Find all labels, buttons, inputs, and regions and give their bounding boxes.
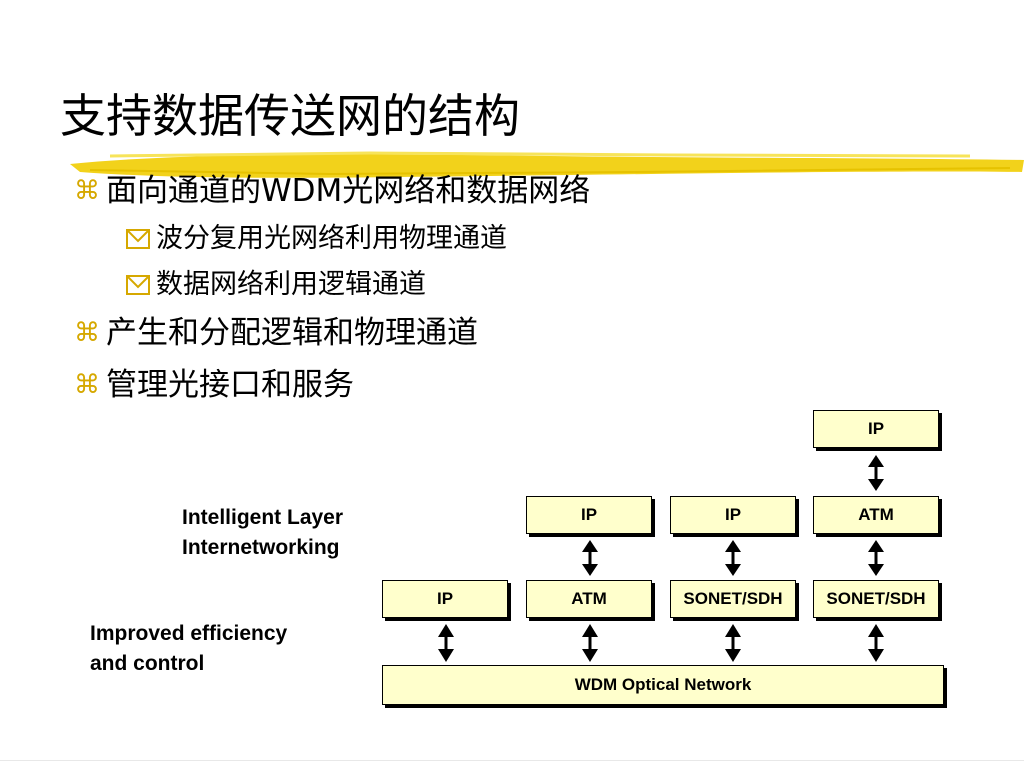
sub-bullet-text: 波分复用光网络利用物理通道 bbox=[156, 223, 507, 254]
layer-box-sonet-sdh: SONET/SDH bbox=[670, 580, 796, 618]
bullet-item: ⌘ 管理光接口和服务 bbox=[72, 366, 354, 404]
label-improved-efficiency: Improved efficiency and control bbox=[90, 619, 287, 679]
double-arrow-icon bbox=[868, 540, 884, 576]
command-key-icon: ⌘ bbox=[74, 318, 100, 348]
double-arrow-icon bbox=[438, 624, 454, 662]
label-intelligent-layer: Intelligent Layer Internetworking bbox=[182, 503, 343, 563]
footer-divider bbox=[0, 760, 1024, 761]
layer-box-ip: IP bbox=[382, 580, 508, 618]
bullet-text: 产生和分配逻辑和物理通道 bbox=[106, 315, 478, 351]
envelope-icon bbox=[126, 229, 150, 249]
double-arrow-icon bbox=[582, 624, 598, 662]
double-arrow-icon bbox=[725, 540, 741, 576]
layer-box-sonet-sdh: SONET/SDH bbox=[813, 580, 939, 618]
bullet-text: 面向通道的WDM光网络和数据网络 bbox=[106, 173, 591, 209]
sub-bullet-text: 数据网络利用逻辑通道 bbox=[156, 269, 426, 300]
title-brush-stroke bbox=[70, 151, 1024, 178]
label-line: and control bbox=[90, 652, 205, 675]
layer-box-ip: IP bbox=[526, 496, 652, 534]
layer-box-atm: ATM bbox=[813, 496, 939, 534]
bullet-text: 管理光接口和服务 bbox=[106, 367, 354, 403]
bullet-item: ⌘ 产生和分配逻辑和物理通道 bbox=[72, 314, 478, 352]
sub-bullet-item: 波分复用光网络利用物理通道 bbox=[126, 222, 507, 256]
slide-title: 支持数据传送网的结构 bbox=[60, 89, 520, 143]
layer-box-ip: IP bbox=[813, 410, 939, 448]
sub-bullet-item: 数据网络利用逻辑通道 bbox=[126, 268, 426, 302]
command-key-icon: ⌘ bbox=[74, 176, 100, 206]
double-arrow-icon bbox=[868, 455, 884, 491]
wdm-optical-network-box: WDM Optical Network bbox=[382, 665, 944, 705]
double-arrow-icon bbox=[582, 540, 598, 576]
double-arrow-icon bbox=[725, 624, 741, 662]
double-arrow-icon bbox=[868, 624, 884, 662]
command-key-icon: ⌘ bbox=[74, 370, 100, 400]
label-line: Intelligent Layer bbox=[182, 506, 344, 529]
label-line: Internetworking bbox=[182, 536, 340, 559]
label-line: Improved efficiency bbox=[90, 622, 288, 645]
bullet-item: ⌘ 面向通道的WDM光网络和数据网络 bbox=[72, 172, 590, 210]
layer-box-ip: IP bbox=[670, 496, 796, 534]
layer-box-atm: ATM bbox=[526, 580, 652, 618]
envelope-icon bbox=[126, 275, 150, 295]
